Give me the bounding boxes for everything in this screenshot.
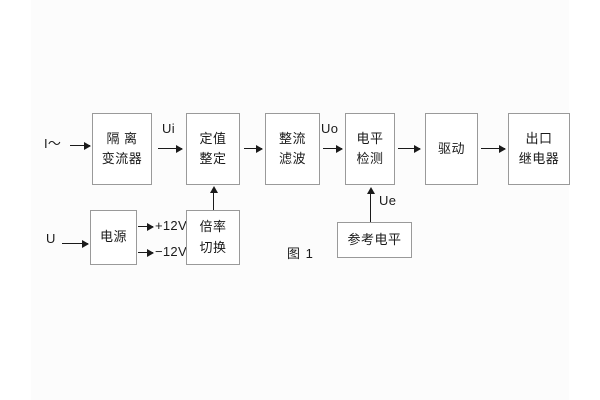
arrow-drive-to-output-relay — [481, 144, 506, 153]
arrow-level-detect-to-drive — [398, 144, 421, 153]
block-rectify-filter-line2: 滤波 — [278, 151, 306, 166]
block-power-supply[interactable]: 电源 — [90, 210, 137, 265]
arrow-rail-negative — [138, 248, 154, 257]
rail-positive-label: +12V — [155, 218, 187, 233]
block-drive[interactable]: 驱动 — [425, 113, 478, 185]
block-output-relay-line2: 继电器 — [518, 151, 560, 166]
block-isolation-ct[interactable]: 隔 离 变流器 — [92, 113, 152, 185]
arrow-rectify-to-level-detect — [323, 144, 343, 153]
arrow-reference-level-to-level-detect — [366, 187, 375, 222]
block-power-supply-line1: 电源 — [99, 229, 127, 245]
input-voltage-label: U — [46, 231, 56, 246]
block-output-relay-line1: 出口 — [525, 130, 553, 146]
block-rectify-filter[interactable]: 整流 滤波 — [265, 113, 320, 185]
arrow-rail-positive — [138, 222, 154, 231]
page-background — [31, 0, 569, 400]
block-reference-level-line1: 参考电平 — [347, 231, 402, 247]
input-current-label: I～ — [44, 136, 62, 151]
block-setting-line2: 整定 — [199, 151, 227, 166]
signal-uo-label: Uo — [321, 121, 339, 136]
arrow-ratio-switch-to-setting — [209, 186, 218, 210]
block-setting[interactable]: 定值 整定 — [186, 113, 240, 185]
block-level-detect-line2: 检测 — [356, 151, 384, 166]
arrow-input-voltage-to-power-supply — [62, 239, 89, 248]
signal-ue-label: Ue — [379, 193, 397, 208]
arrow-isolation-to-setting — [158, 144, 183, 153]
block-output-relay[interactable]: 出口 继电器 — [508, 113, 570, 185]
arrow-setting-to-rectify — [244, 144, 263, 153]
figure-caption: 图 1 — [287, 246, 314, 261]
block-ratio-switch-line1: 倍率 — [199, 219, 227, 235]
block-rectify-filter-line1: 整流 — [278, 130, 306, 146]
block-isolation-ct-line1: 隔 离 — [106, 130, 138, 146]
block-level-detect[interactable]: 电平 检测 — [345, 113, 395, 185]
arrow-input-current-to-isolation — [70, 141, 91, 150]
block-ratio-switch-line2: 切换 — [199, 239, 227, 255]
rail-negative-label: −12V — [155, 244, 187, 259]
block-reference-level[interactable]: 参考电平 — [337, 222, 412, 258]
block-isolation-ct-line2: 变流器 — [101, 151, 143, 166]
signal-ui-label: Ui — [162, 121, 175, 136]
block-drive-line1: 驱动 — [437, 140, 465, 156]
block-ratio-switch[interactable]: 倍率 切换 — [186, 210, 240, 265]
block-level-detect-line1: 电平 — [356, 130, 384, 146]
block-setting-line1: 定值 — [199, 130, 227, 146]
